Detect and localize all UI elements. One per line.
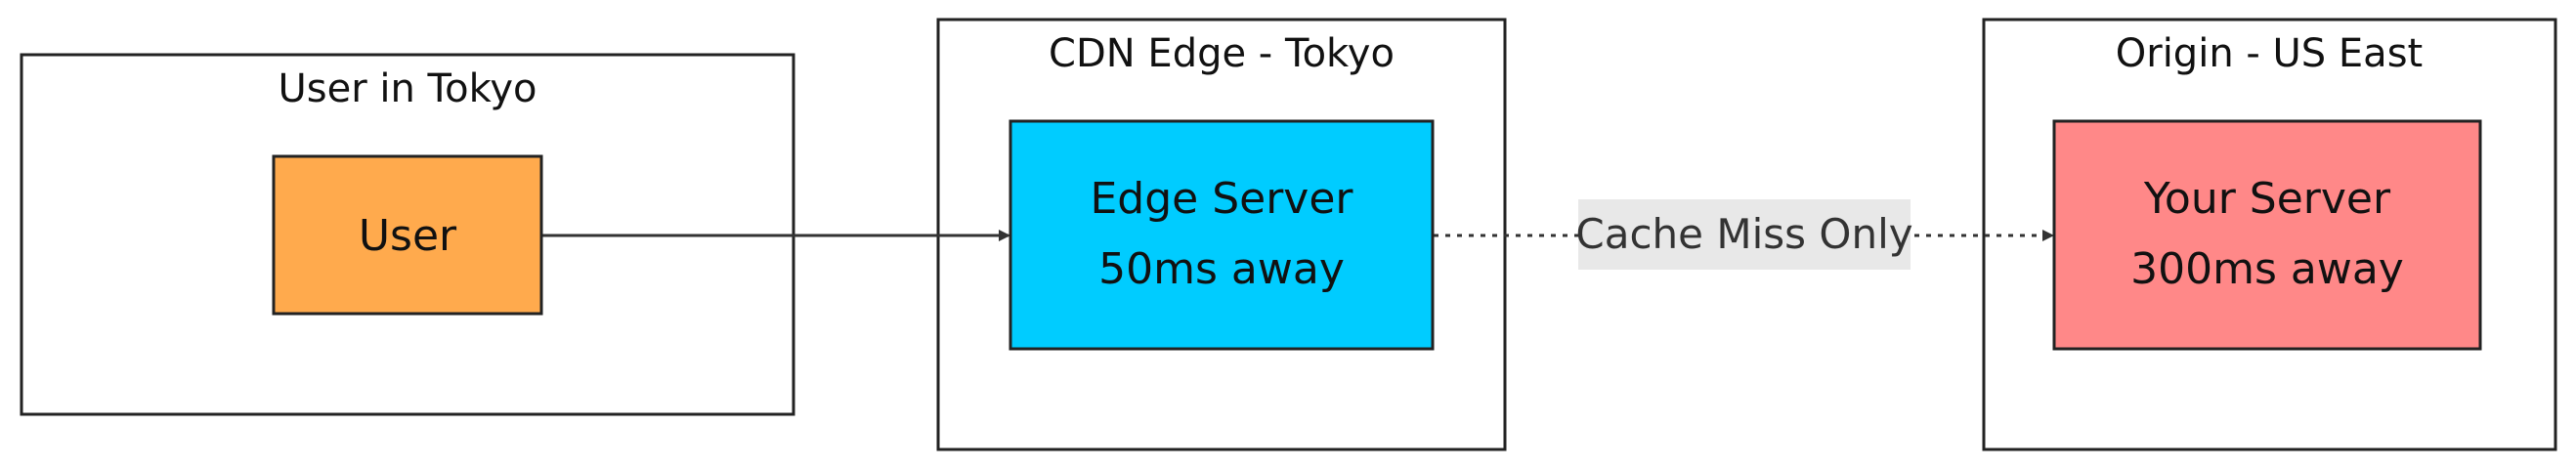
- group-cdn-title: CDN Edge - Tokyo: [1049, 31, 1395, 76]
- node-edge-server: Edge Server 50ms away: [1009, 119, 1435, 351]
- node-edge-label-line2: 50ms away: [1098, 244, 1345, 294]
- node-user: User: [272, 154, 543, 316]
- group-user-title: User in Tokyo: [278, 66, 537, 111]
- node-origin-label-line2: 300ms away: [2130, 244, 2404, 294]
- node-origin-label-line1: Your Server: [2143, 174, 2391, 224]
- node-user-label: User: [359, 211, 457, 261]
- edge-label-cache-miss: Cache Miss Only: [1575, 210, 1912, 258]
- node-user-box: [272, 154, 543, 316]
- node-edge-label-line1: Edge Server: [1090, 174, 1353, 224]
- edge-label-background: [1578, 199, 1911, 270]
- group-origin-title: Origin - US East: [2116, 31, 2423, 76]
- node-edge-box: [1009, 119, 1435, 351]
- node-your-server: Your Server 300ms away: [2052, 119, 2482, 351]
- node-origin-box: [2052, 119, 2482, 351]
